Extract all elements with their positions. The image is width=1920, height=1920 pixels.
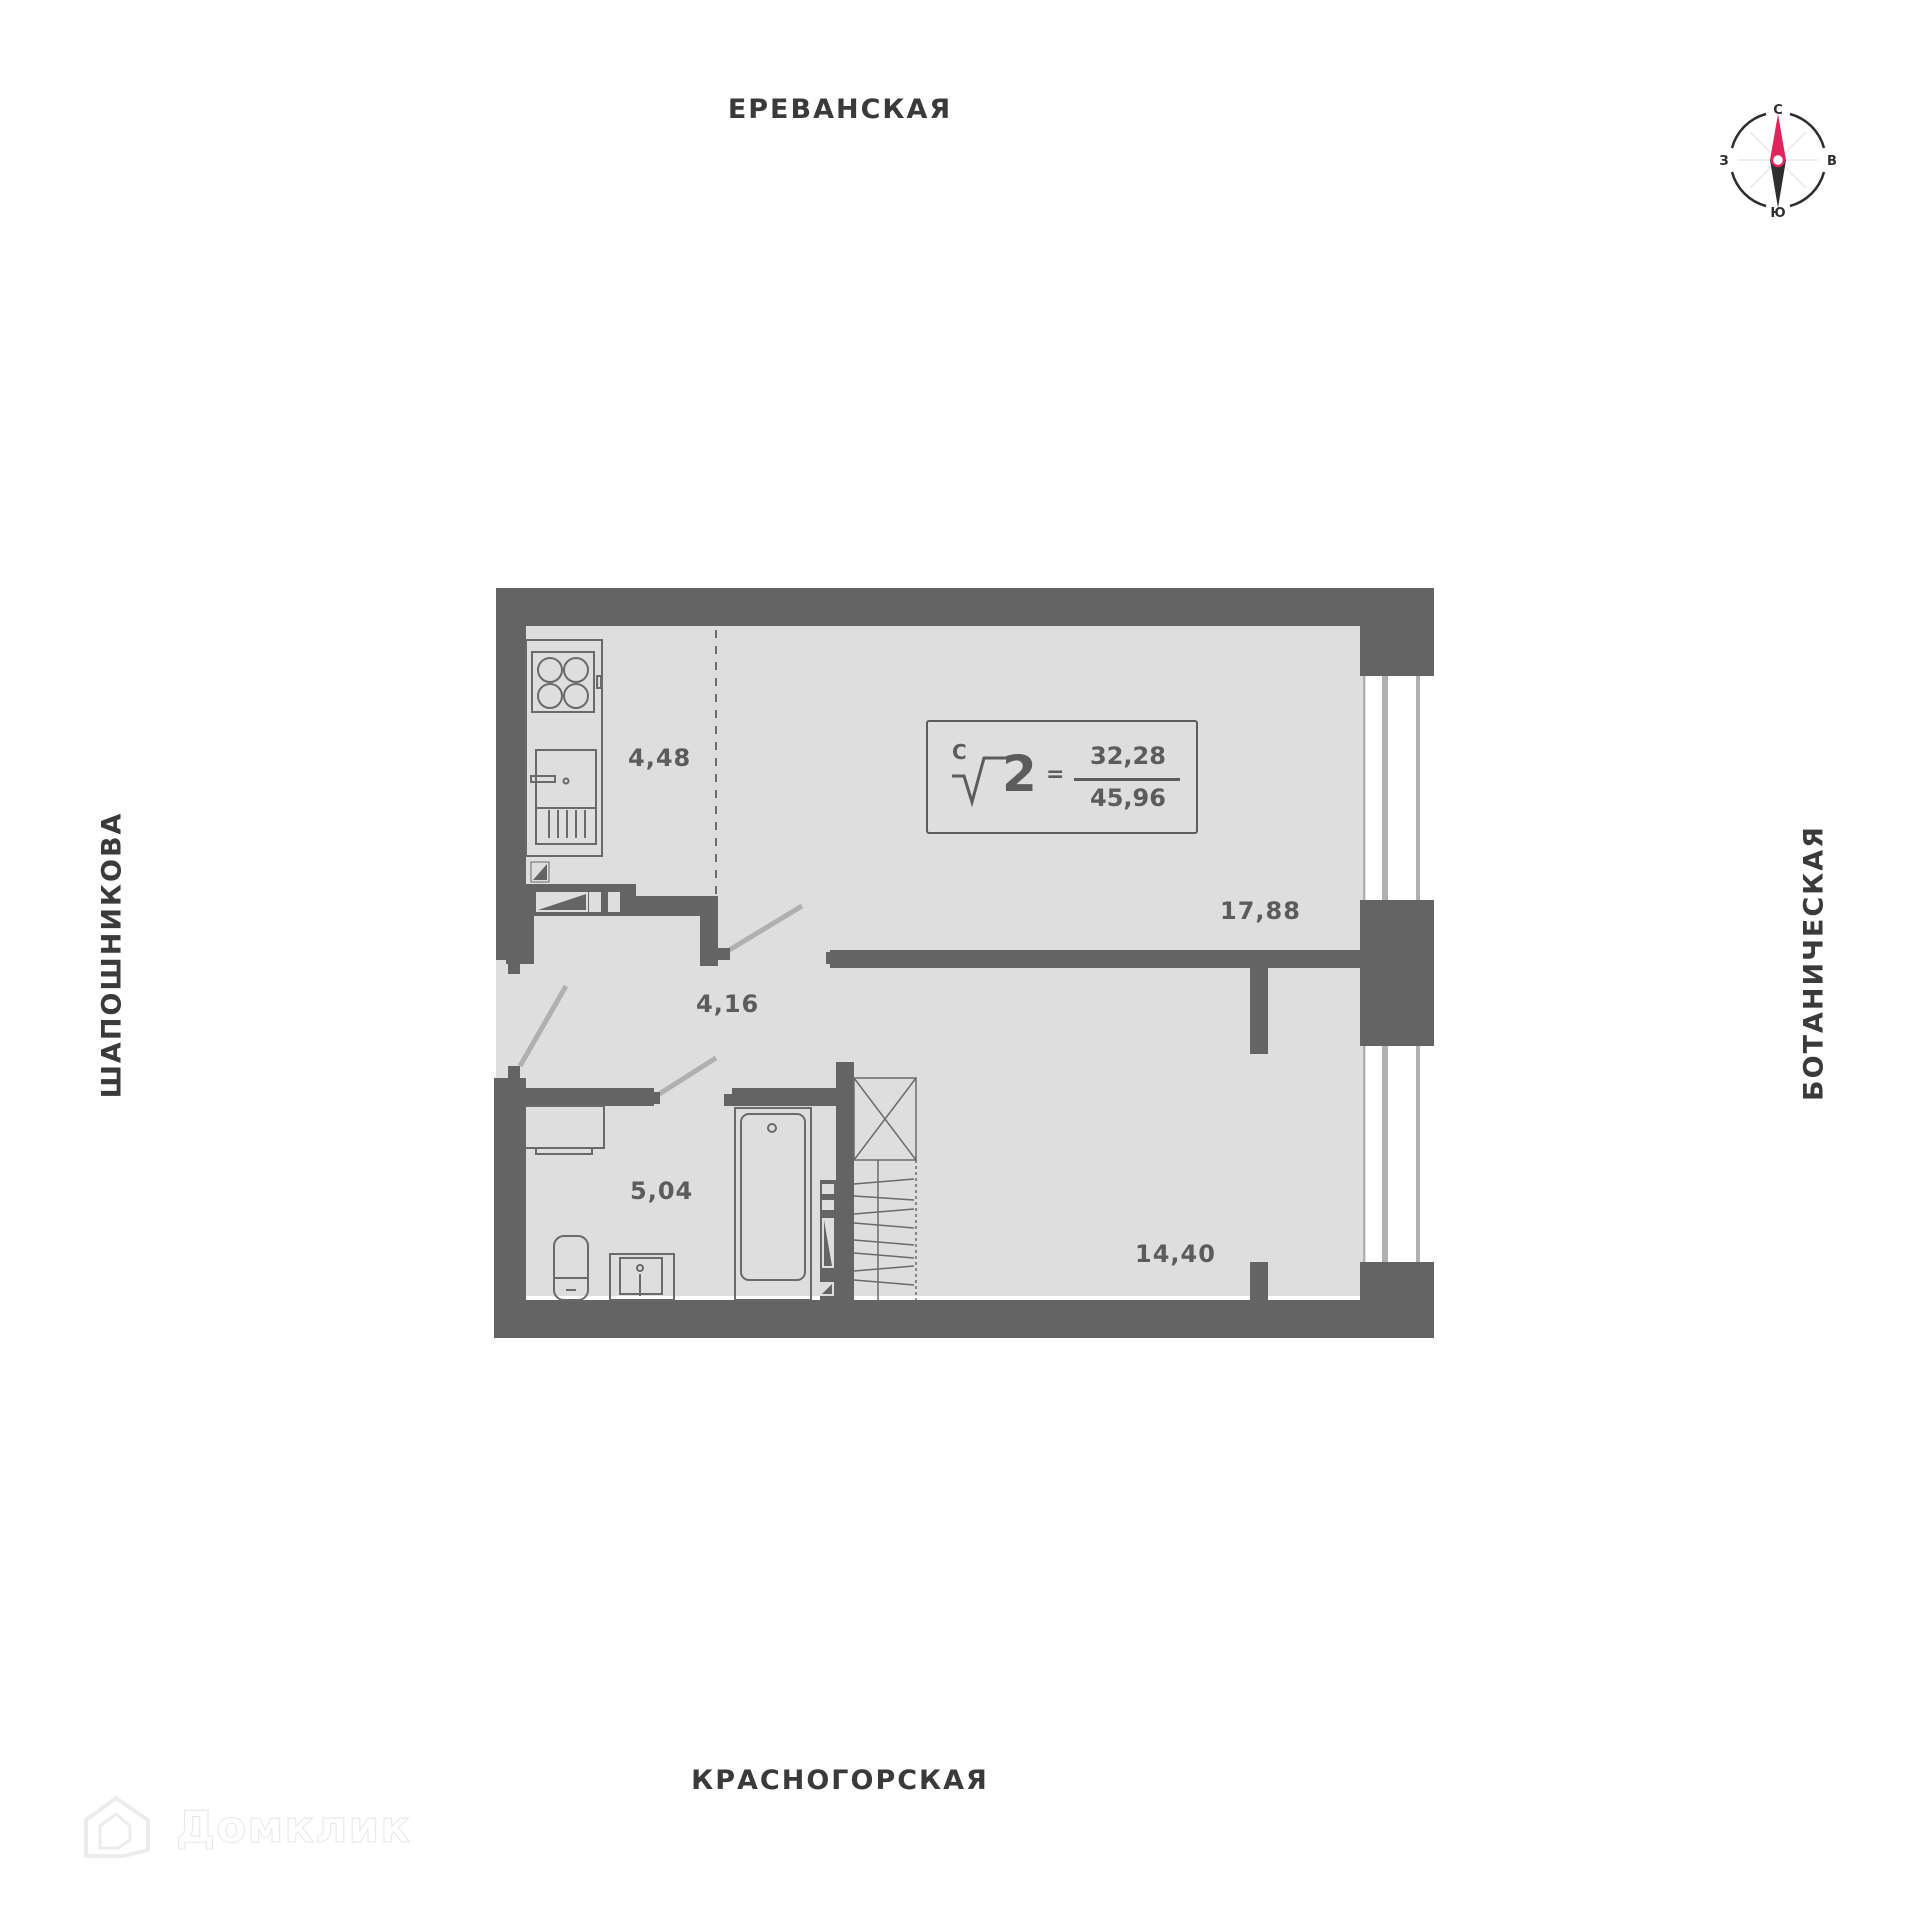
windows bbox=[1363, 676, 1420, 1262]
room-area-bathroom: 5,04 bbox=[630, 1177, 694, 1205]
formula-equals: = bbox=[1046, 762, 1065, 787]
doors bbox=[517, 903, 804, 1099]
formula-superscript: С bbox=[952, 740, 967, 764]
root-sign-icon bbox=[952, 756, 1010, 808]
street-label-north: ЕРЕВАНСКАЯ bbox=[727, 94, 953, 125]
room-area-hallway: 4,16 bbox=[696, 990, 760, 1018]
compass-south-label: Ю bbox=[1770, 206, 1785, 220]
ventilation-shafts bbox=[530, 861, 620, 912]
compass-west-label: З bbox=[1719, 154, 1728, 169]
kitchen-fixtures bbox=[525, 639, 603, 857]
wardrobe bbox=[853, 1077, 917, 1300]
bathroom-shafts bbox=[820, 1184, 834, 1296]
compass-east-label: В bbox=[1827, 154, 1837, 169]
compass-icon: С Ю З В bbox=[1718, 100, 1838, 221]
street-label-south: КРАСНОГОРСКАЯ bbox=[691, 1765, 989, 1796]
watermark-logo: Домклик bbox=[78, 1792, 418, 1862]
fraction-bar bbox=[1074, 778, 1180, 781]
watermark-text: Домклик bbox=[175, 1802, 412, 1854]
total-area-value: 45,96 bbox=[1090, 784, 1166, 812]
living-area-value: 32,28 bbox=[1090, 742, 1166, 770]
house-logo-icon bbox=[84, 1795, 150, 1858]
room-area-living-room: 17,88 bbox=[1220, 897, 1301, 925]
room-area-kitchen: 4,48 bbox=[628, 744, 692, 772]
room-count: 2 bbox=[1002, 745, 1037, 803]
compass-north-label: С bbox=[1773, 103, 1783, 118]
room-area-bedroom: 14,40 bbox=[1135, 1240, 1216, 1268]
bathroom-fixtures bbox=[526, 1105, 812, 1301]
walls bbox=[494, 588, 1434, 1338]
area-formula-box: С 2 = 32,28 45,96 bbox=[926, 720, 1198, 834]
